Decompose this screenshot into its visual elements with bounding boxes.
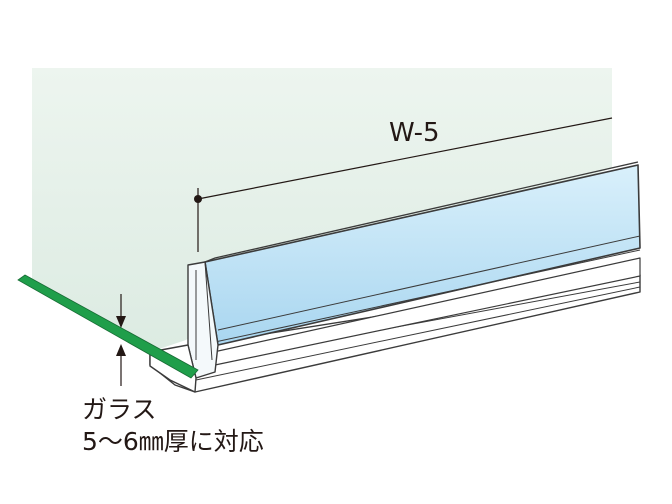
profile-fin-top-edge xyxy=(204,161,639,263)
thickness-arrow-top-head xyxy=(116,316,126,328)
profile-upright-line-2 xyxy=(204,261,213,361)
glass-panel xyxy=(32,68,612,352)
glass-edge xyxy=(17,274,199,379)
dimension-dot xyxy=(194,195,202,203)
dimension-label: W-5 xyxy=(389,118,440,148)
profile-base-line-2 xyxy=(195,286,641,381)
thickness-arrow-bottom-head xyxy=(116,344,126,356)
profile-fin-inner-line-2 xyxy=(214,249,641,343)
glass-note-line1: ガラス xyxy=(82,395,157,424)
profile-fin-inner-line xyxy=(217,235,641,331)
glass-note-line2: 5～6㎜厚に対応 xyxy=(82,427,264,456)
dimension-line xyxy=(197,117,613,200)
